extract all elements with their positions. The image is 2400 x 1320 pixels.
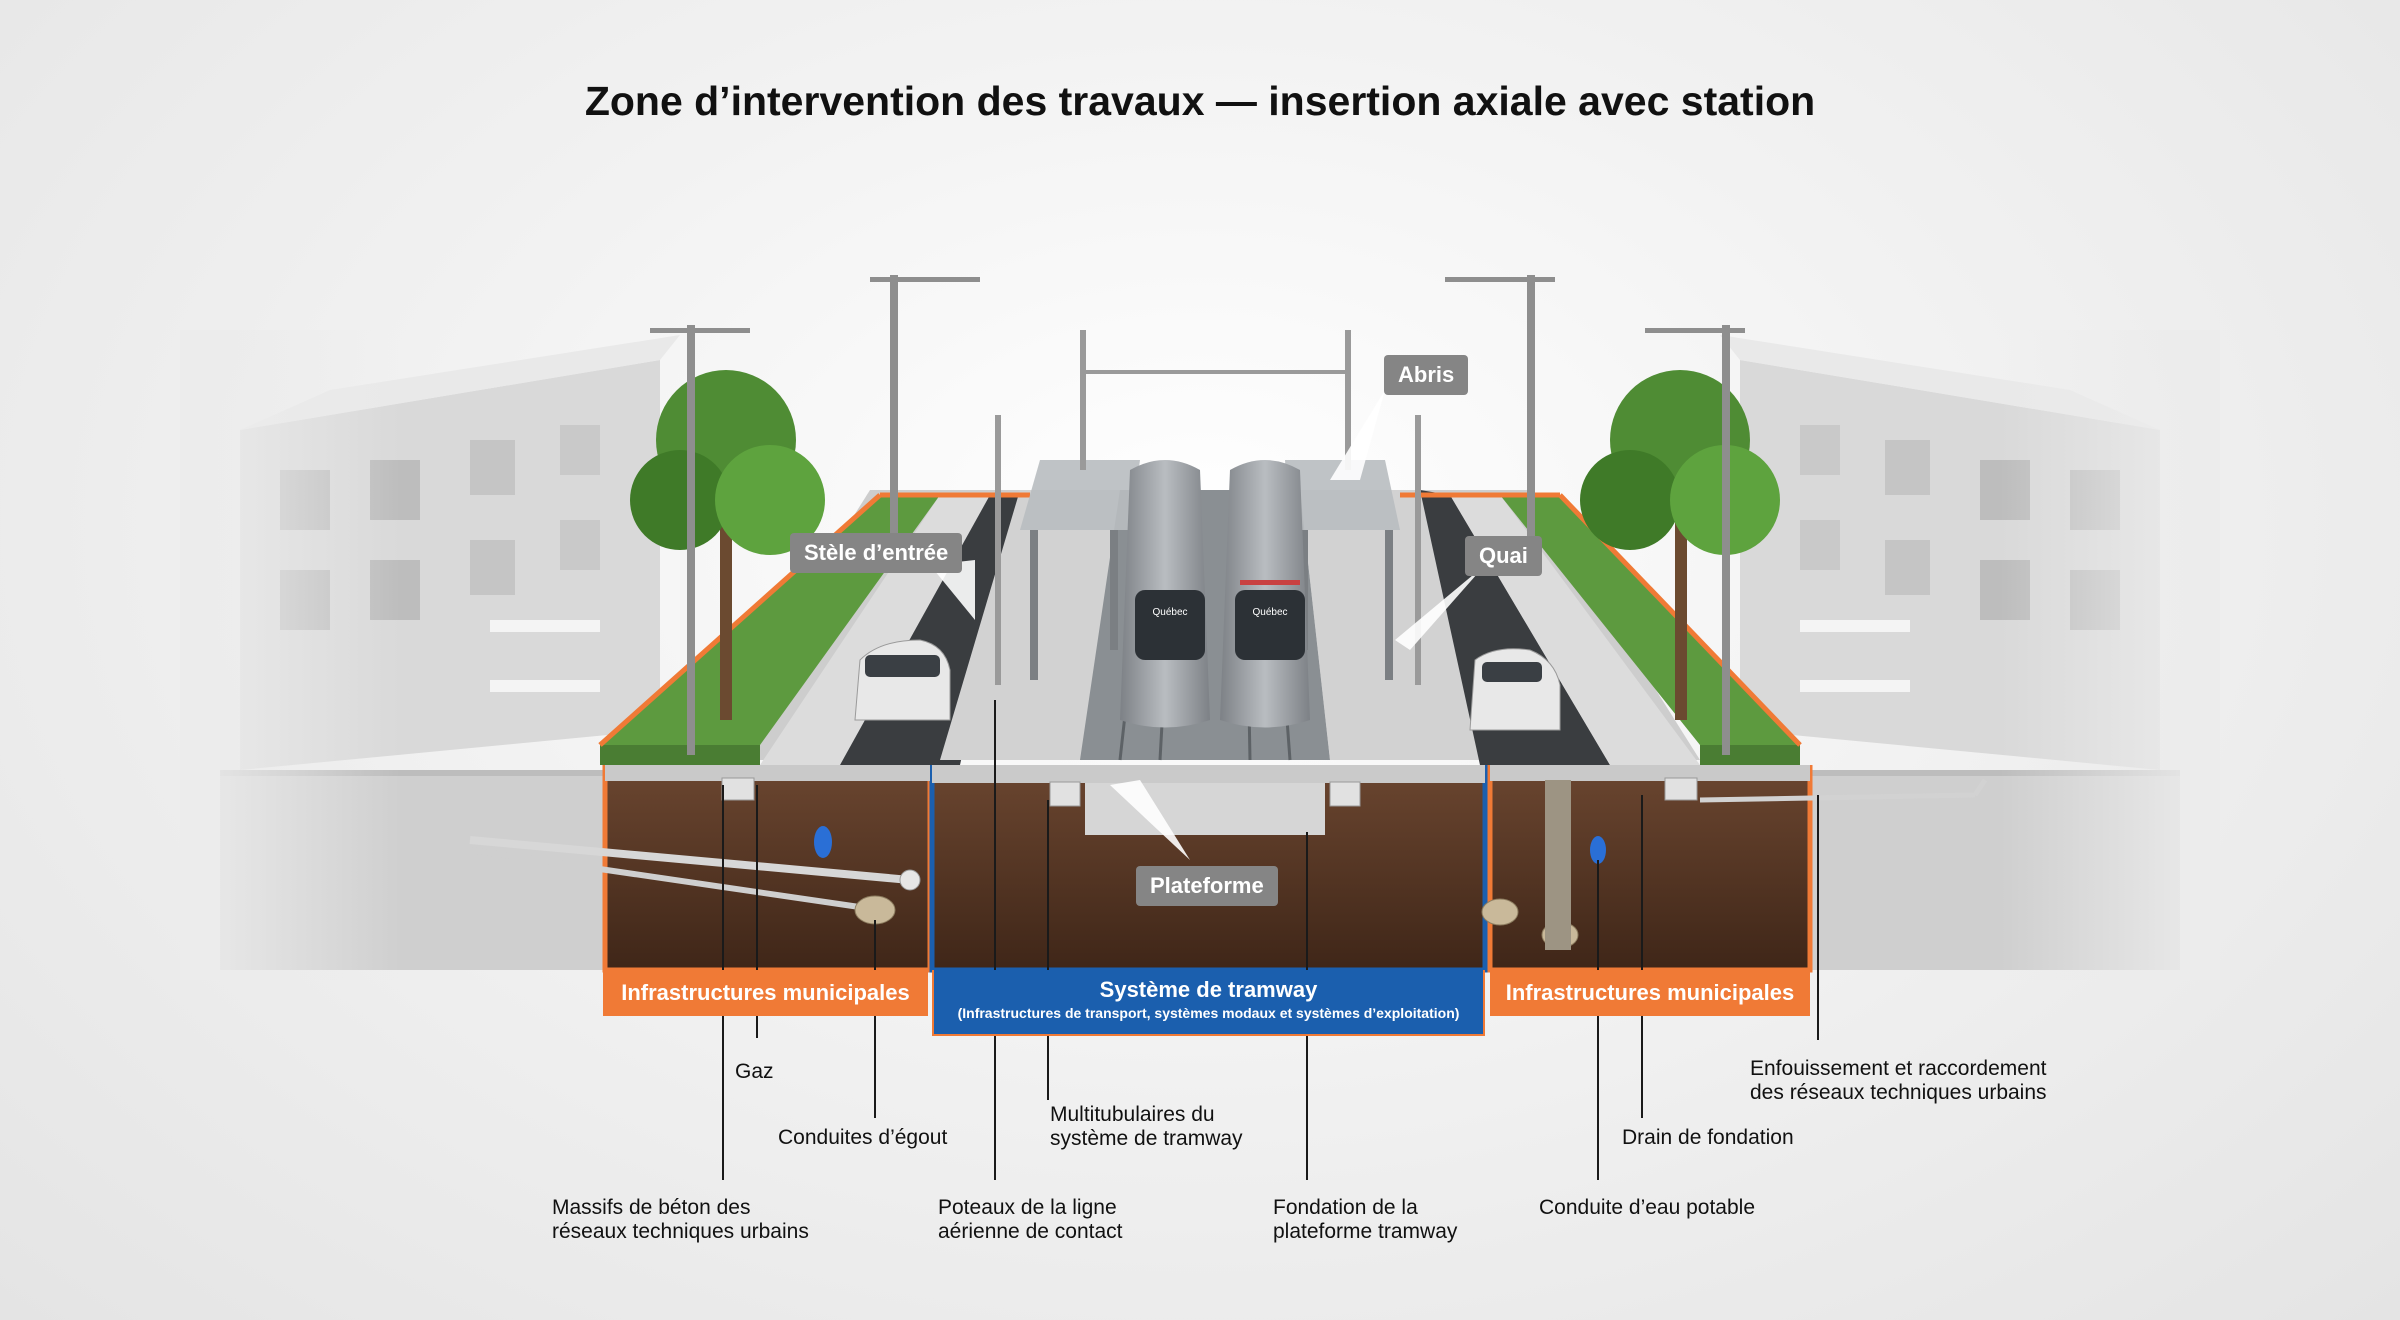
label-enfouissement: Enfouissement et raccordement des réseau… bbox=[1750, 1057, 2047, 1105]
label-massifs-line1: Massifs de béton des bbox=[552, 1196, 751, 1219]
label-poteaux: Poteaux de la ligne aérienne de contact bbox=[938, 1196, 1122, 1244]
label-poteaux-line1: Poteaux de la ligne bbox=[938, 1196, 1117, 1219]
label-multitubulaires: Multitubulaires du système de tramway bbox=[1050, 1103, 1243, 1151]
page-title: Zone d’intervention des travaux — insert… bbox=[584, 78, 1816, 124]
label-enfouissement-line1: Enfouissement et raccordement bbox=[1750, 1057, 2047, 1080]
trams: Québec Québec bbox=[1120, 460, 1310, 728]
callout-stele-entree: Stèle d’entrée bbox=[790, 533, 963, 573]
band-tramway-title: Système de tramway bbox=[1099, 977, 1318, 1002]
label-poteaux-line2: aérienne de contact bbox=[938, 1220, 1123, 1243]
callout-pointers bbox=[930, 390, 1485, 860]
callout-abris: Abris bbox=[1384, 355, 1469, 395]
label-fondation-line2: plateforme tramway bbox=[1273, 1220, 1458, 1243]
label-gaz: Gaz bbox=[735, 1060, 774, 1083]
tram-left-branding: Québec bbox=[1152, 607, 1187, 618]
label-massifs-line2: réseaux techniques urbains bbox=[552, 1220, 809, 1243]
label-multitubulaires-line2: système de tramway bbox=[1050, 1127, 1243, 1150]
label-conduites-egout: Conduites d’égout bbox=[778, 1126, 948, 1149]
callout-plateforme: Plateforme bbox=[1136, 866, 1278, 906]
cars bbox=[854, 639, 1561, 731]
poles bbox=[650, 275, 1745, 755]
label-fondation-line1: Fondation de la bbox=[1273, 1196, 1418, 1219]
callout-quai: Quai bbox=[1465, 536, 1542, 576]
tram-right-branding: Québec bbox=[1252, 607, 1287, 618]
label-enfouissement-line2: des réseaux techniques urbains bbox=[1750, 1081, 2047, 1104]
pipes bbox=[469, 777, 1988, 950]
label-multitubulaires-line1: Multitubulaires du bbox=[1050, 1103, 1215, 1126]
band-tramway: Système de tramway (Infrastructures de t… bbox=[932, 970, 1485, 1036]
band-tramway-subtitle: (Infrastructures de transport, systèmes … bbox=[957, 1005, 1460, 1021]
label-fondation: Fondation de la plateforme tramway bbox=[1273, 1196, 1457, 1244]
band-municipal-left: Infrastructures municipales bbox=[603, 970, 928, 1016]
label-drain-fondation: Drain de fondation bbox=[1622, 1126, 1794, 1149]
label-eau-potable: Conduite d’eau potable bbox=[1539, 1196, 1756, 1219]
band-municipal-right: Infrastructures municipales bbox=[1490, 970, 1810, 1016]
label-massifs: Massifs de béton des réseaux techniques … bbox=[552, 1196, 809, 1244]
